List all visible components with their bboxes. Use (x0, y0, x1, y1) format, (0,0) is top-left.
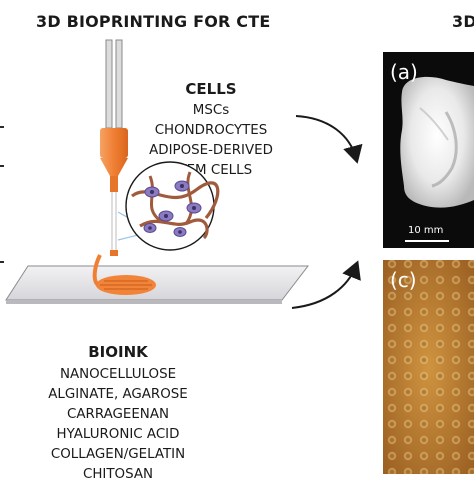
arrow-to-panel-c (291, 260, 361, 309)
left-heading: 3D BIOPRINTING FOR CTE (36, 12, 271, 31)
photo-panel-a (383, 52, 474, 248)
bioink-item: COLLAGEN/GELATIN (50, 447, 186, 462)
panel-label-c: (c) (390, 268, 417, 292)
bioink-item: HYALURONIC ACID (56, 427, 180, 442)
magnified-cells-lens (117, 161, 220, 251)
bioink-item: NANOCELLULOSE (59, 367, 177, 382)
scale-bar (405, 240, 449, 242)
scalebar-label: 10 mm (408, 225, 444, 236)
arrow-to-panel-a (295, 115, 363, 164)
right-heading: 3D (452, 12, 474, 31)
bioink-title: BIOINK (88, 343, 148, 361)
printed-construct (92, 254, 156, 295)
cells-item: ADIPOSE-DERIVED (149, 143, 273, 158)
print-nozzle (100, 39, 128, 256)
print-plate (5, 265, 310, 304)
cells-title: CELLS (185, 80, 237, 98)
panel-label-a: (a) (390, 60, 418, 84)
photo-panel-c (383, 260, 474, 474)
bioprinting-diagram (0, 39, 474, 474)
cells-item: CHONDROCYTES (154, 123, 268, 138)
bioink-item: ALGINATE, AGAROSE (48, 387, 188, 402)
cells-item: MSCs (192, 103, 230, 118)
bioink-item: CARRAGEENAN (67, 407, 169, 422)
